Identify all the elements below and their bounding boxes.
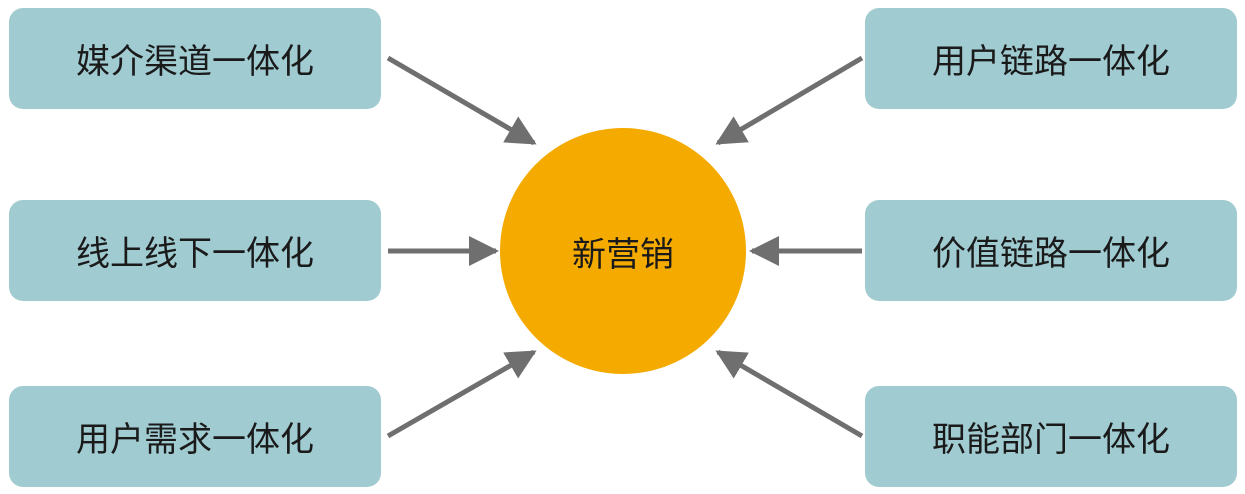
node-media-channel: 媒介渠道一体化: [9, 8, 381, 109]
arrow-left-top: [386, 55, 537, 146]
node-label: 用户需求一体化: [76, 420, 314, 460]
node-label: 用户链路一体化: [932, 42, 1170, 82]
node-label: 职能部门一体化: [932, 420, 1170, 460]
node-user-journey: 用户链路一体化: [865, 8, 1237, 109]
arrow-right-top: [715, 55, 864, 146]
center-label: 新营销: [572, 234, 674, 275]
node-label: 价值链路一体化: [932, 234, 1170, 274]
node-label: 媒介渠道一体化: [76, 42, 314, 82]
node-user-demand: 用户需求一体化: [9, 386, 381, 487]
node-label: 线上线下一体化: [76, 234, 314, 274]
center-node: 新营销: [500, 128, 746, 374]
arrow-right-bottom: [715, 349, 864, 439]
node-functional-departments: 职能部门一体化: [865, 386, 1237, 487]
node-value-chain: 价值链路一体化: [865, 200, 1237, 301]
arrow-left-bottom: [386, 349, 537, 439]
node-online-offline: 线上线下一体化: [9, 200, 381, 301]
